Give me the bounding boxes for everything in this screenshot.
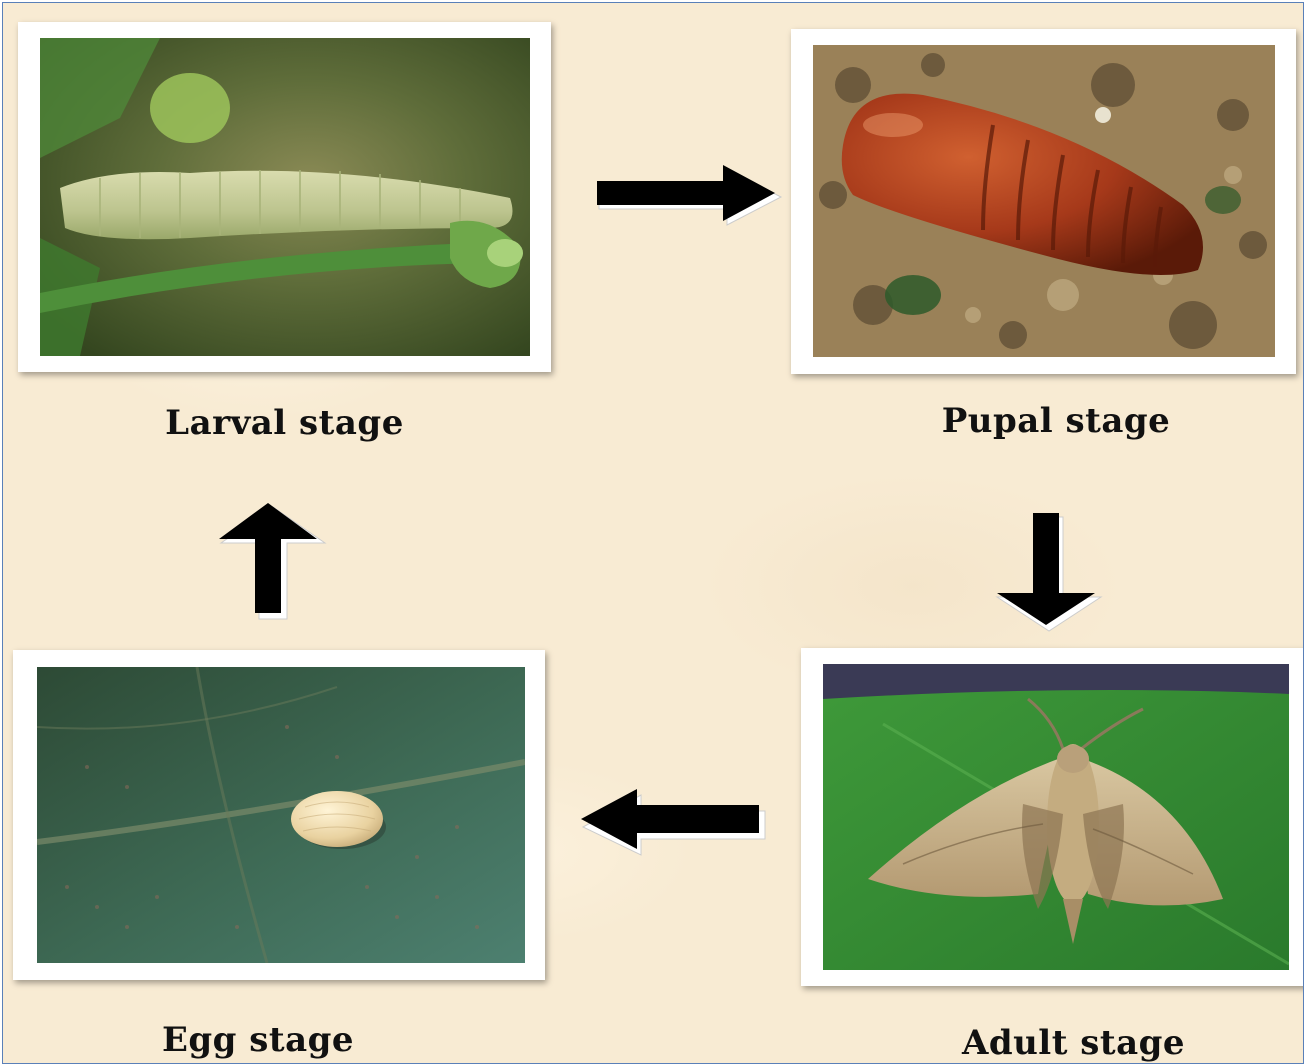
adult-stage-photo — [801, 648, 1304, 986]
larval-stage-photo — [18, 22, 551, 372]
pupal-stage-photo — [791, 29, 1296, 374]
pupal-stage-label: Pupal stage — [791, 401, 1304, 441]
egg-photo — [37, 667, 525, 963]
larval-stage-label: Larval stage — [18, 403, 551, 443]
pupa-photo — [813, 45, 1275, 357]
larval-to-pupal-arrow — [595, 163, 785, 227]
egg-to-larval-arrow — [219, 501, 329, 621]
pupal-to-adult-arrow — [995, 513, 1105, 633]
egg-stage-label: Egg stage — [13, 1020, 503, 1060]
caterpillar-photo — [40, 38, 530, 356]
egg-stage-photo — [13, 650, 545, 980]
moth-photo — [823, 664, 1289, 970]
adult-to-egg-arrow — [579, 787, 769, 857]
adult-stage-label: Adult stage — [801, 1023, 1304, 1063]
